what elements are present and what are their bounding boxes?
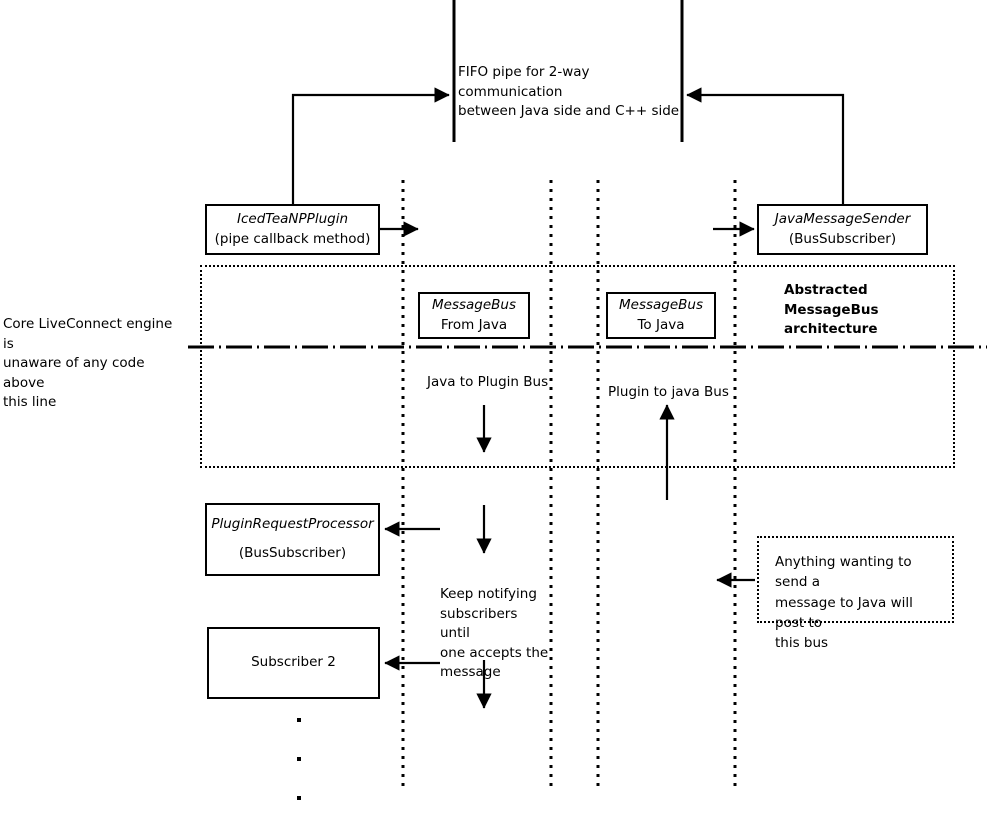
node-pluginrequestprocessor-title: PluginRequestProcessor (211, 515, 374, 532)
node-messagebus-to-java-title: MessageBus (618, 296, 704, 313)
plugin-to-java-bus-label: Plugin to java Bus (608, 384, 729, 400)
core-liveconnect-note: Core LiveConnect engine is unaware of an… (3, 316, 173, 411)
fifo-pipe-note: FIFO pipe for 2-way communication betwee… (458, 64, 680, 120)
node-messagebus-to-java[interactable]: MessageBus To Java (606, 292, 716, 339)
node-subscriber-2[interactable]: Subscriber 2 (207, 627, 380, 699)
node-javamessagesender[interactable]: JavaMessageSender (BusSubscriber) (757, 204, 928, 255)
node-javamessagesender-title: JavaMessageSender (774, 210, 911, 227)
node-messagebus-from-java-title: MessageBus (431, 296, 517, 313)
keep-notifying-label: Keep notifying subscribers until one acc… (440, 586, 549, 681)
node-icedteanpplugin-subtitle: (pipe callback method) (214, 230, 371, 247)
ellipsis-dot-2 (296, 757, 301, 761)
node-javamessagesender-subtitle: (BusSubscriber) (788, 230, 897, 247)
node-icedteanpplugin-title: IcedTeaNPPlugin (237, 210, 348, 227)
node-messagebus-to-java-subtitle: To Java (637, 316, 685, 333)
ellipsis-dot-3 (296, 796, 301, 800)
arrow-icedtea-to-fifo (291, 87, 450, 204)
node-messagebus-from-java[interactable]: MessageBus From Java (418, 292, 530, 339)
node-messagebus-from-java-subtitle: From Java (440, 316, 508, 333)
node-pluginrequestprocessor-subtitle: (BusSubscriber) (238, 545, 347, 562)
post-to-bus-note: Anything wanting to send a message to Ja… (757, 536, 954, 651)
abstracted-messagebus-region (200, 265, 955, 468)
java-to-plugin-bus-label: Java to Plugin Bus (427, 374, 549, 390)
ellipsis-dot-1 (296, 718, 301, 722)
node-pluginrequestprocessor[interactable]: PluginRequestProcessor (BusSubscriber) (205, 503, 380, 576)
node-icedteanpplugin[interactable]: IcedTeaNPPlugin (pipe callback method) (205, 204, 380, 255)
arrow-fifo-to-javamessagesender (686, 87, 845, 204)
node-subscriber-2-title: Subscriber 2 (251, 654, 336, 671)
subscribers-ellipsis (296, 718, 301, 800)
abstracted-architecture-title: Abstracted MessageBus architecture (784, 282, 879, 338)
